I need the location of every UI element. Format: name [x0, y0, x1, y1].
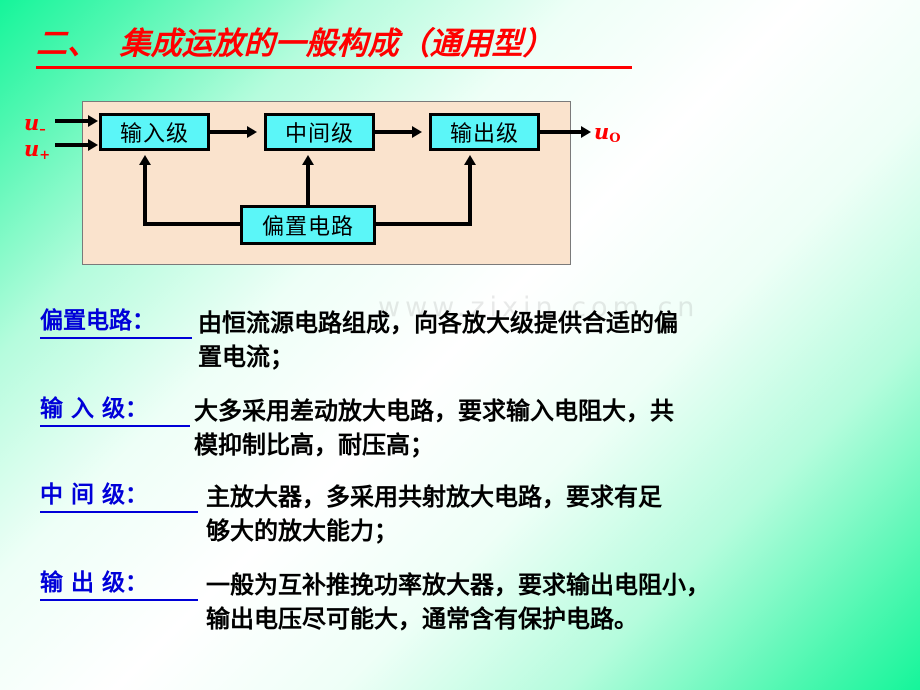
definition-row-intermediate: 中 间 级： 主放大器，多采用共射放大电路，要求有足 够大的放大能力；: [40, 480, 906, 548]
arrowhead-intermediate-to-output-icon: [412, 126, 422, 138]
wire-bias-to-input-horizontal: [143, 222, 242, 226]
arrowhead-output-to-uo-icon: [581, 126, 591, 138]
signal-label-u-output: uO: [594, 119, 621, 146]
signal-label-u-minus: u–: [24, 110, 46, 137]
definition-row-bias: 偏置电路： 由恒流源电路组成，向各放大级提供合适的偏 置电流；: [40, 306, 906, 374]
wire-bias-to-input-vertical: [143, 164, 147, 224]
arrowhead-input-minus-icon: [88, 115, 98, 127]
list-item: 偏置电路： 由恒流源电路组成，向各放大级提供合适的偏 置电流；: [40, 306, 906, 374]
definition-term-input: 输 入 级：: [40, 394, 190, 427]
wire-input-to-intermediate: [210, 130, 254, 134]
definition-row-input: 输 入 级： 大多采用差动放大电路，要求输入电阻大，共 模抑制比高，耐压高；: [40, 394, 906, 462]
arrowhead-bias-to-intermediate-icon: [302, 155, 314, 165]
wire-bias-to-output-vertical: [468, 164, 472, 224]
signal-label-u-plus: u+: [24, 136, 50, 163]
definition-row-output: 输 出 级： 一般为互补推挽功率放大器，要求输出电阻小， 输出电压尽可能大，通常…: [40, 568, 906, 636]
definition-body-input: 大多采用差动放大电路，要求输入电阻大，共 模抑制比高，耐压高；: [194, 397, 674, 459]
list-item: 输 出 级： 一般为互补推挽功率放大器，要求输出电阻小， 输出电压尽可能大，通常…: [40, 568, 906, 636]
signal-symbol-u-plus: u: [24, 136, 40, 161]
diagram-box-bias-circuit[interactable]: 偏置电路: [240, 205, 376, 245]
list-item: 中 间 级： 主放大器，多采用共射放大电路，要求有足 够大的放大能力；: [40, 480, 906, 548]
arrowhead-input-to-intermediate-icon: [247, 126, 257, 138]
title-underline-rule: [36, 66, 632, 69]
page-title: 二、 集成运放的一般构成（通用型）: [36, 26, 636, 69]
wire-bias-to-output-horizontal: [374, 222, 472, 226]
definition-term-output: 输 出 级：: [40, 568, 198, 601]
wire-intermediate-to-output: [375, 130, 419, 134]
signal-symbol-u-output: u: [594, 119, 610, 144]
definition-body-intermediate: 主放大器，多采用共射放大电路，要求有足 够大的放大能力；: [206, 483, 662, 545]
page-title-text: 二、 集成运放的一般构成（通用型）: [36, 26, 554, 62]
definition-list: 偏置电路： 由恒流源电路组成，向各放大级提供合适的偏 置电流； 输 入 级： 大…: [40, 306, 906, 633]
wire-input-plus: [55, 143, 93, 147]
diagram-box-input-stage[interactable]: 输入级: [99, 113, 210, 151]
arrowhead-bias-to-input-icon: [139, 155, 151, 165]
definition-body-output: 一般为互补推挽功率放大器，要求输出电阻小， 输出电压尽可能大，通常含有保护电路。: [206, 571, 710, 633]
signal-subscript-u-minus: –: [39, 122, 46, 137]
signal-subscript-u-output: O: [609, 131, 621, 146]
arrowhead-input-plus-icon: [88, 139, 98, 151]
signal-symbol-u-minus: u: [24, 110, 40, 135]
wire-bias-to-intermediate-vertical: [306, 164, 310, 207]
diagram-box-output-stage[interactable]: 输出级: [429, 113, 540, 151]
arrowhead-bias-to-output-icon: [464, 155, 476, 165]
diagram-box-intermediate-stage[interactable]: 中间级: [264, 113, 375, 151]
definition-term-bias: 偏置电路：: [40, 306, 192, 339]
list-item: 输 入 级： 大多采用差动放大电路，要求输入电阻大，共 模抑制比高，耐压高；: [40, 394, 906, 462]
wire-input-minus: [55, 119, 93, 123]
definition-term-intermediate: 中 间 级：: [40, 480, 198, 513]
signal-subscript-u-plus: +: [39, 148, 51, 163]
definition-body-bias: 由恒流源电路组成，向各放大级提供合适的偏 置电流；: [198, 309, 678, 371]
wire-output-to-uo: [540, 130, 588, 134]
